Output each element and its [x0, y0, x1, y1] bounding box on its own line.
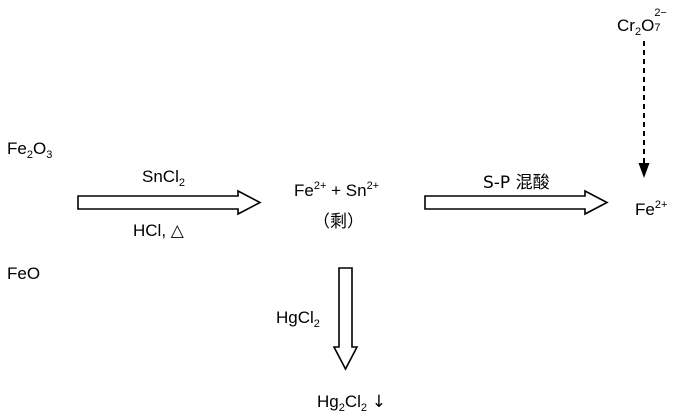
dashed-arrow-head [638, 163, 650, 178]
precipitate-arrow-icon: ↓ [371, 392, 387, 412]
precipitate-hg2cl2: Hg2Cl2 ↓ [317, 392, 387, 414]
excess-note: （剩） [313, 212, 364, 232]
reactant-fe2o3: Fe2O3 [7, 139, 53, 161]
reagent-sncl2: SnCl2 [142, 167, 185, 189]
product-fe2plus: Fe2+ [635, 199, 668, 219]
reagent-hcl-heat: HCl, △ [133, 221, 184, 240]
intermediate-ions: Fe2+ + Sn2+ [294, 180, 380, 200]
hollow-arrow-step2 [424, 189, 609, 216]
reagent-sp-acid: S-P 混酸 [483, 173, 550, 193]
hollow-arrow-step3 [332, 267, 359, 371]
reactant-feo: FeO [7, 264, 41, 283]
hollow-arrow-step1 [77, 189, 262, 216]
reagent-hgcl2: HgCl2 [276, 308, 320, 330]
